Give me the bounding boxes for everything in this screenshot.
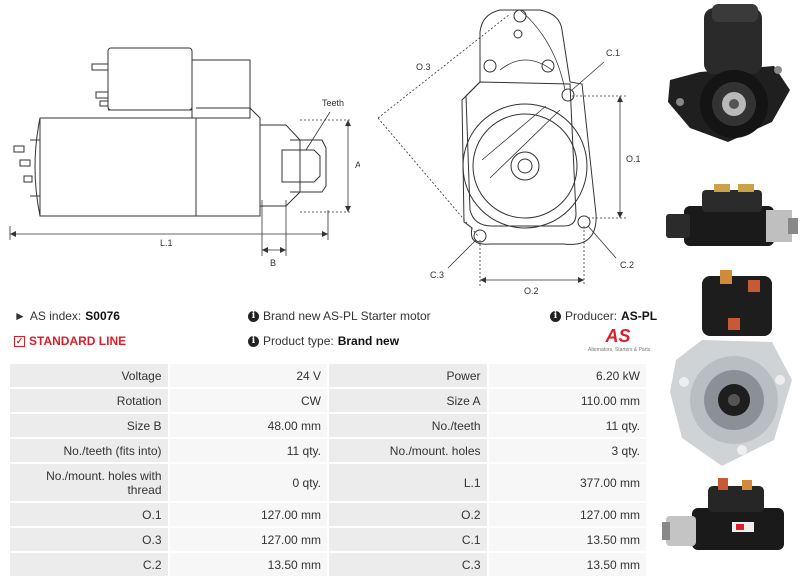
info-icon: i xyxy=(550,310,561,322)
c3-label: C.3 xyxy=(430,270,444,280)
product-photo-flange[interactable] xyxy=(662,270,800,470)
producer-value: AS-PL xyxy=(621,309,658,323)
as-index-value: S0076 xyxy=(85,309,120,323)
spec-label: No./mount. holes xyxy=(329,439,487,462)
table-row: O.3 127.00 mm C.1 13.50 mm xyxy=(10,528,646,551)
as-pl-logo: AS Alternators, Starters & Parts xyxy=(588,326,651,353)
producer-info: i Producer: AS-PL xyxy=(550,309,657,323)
o1-label: O.1 xyxy=(626,154,641,164)
product-type-value: Brand new xyxy=(337,334,400,348)
o2-label: O.2 xyxy=(524,286,539,296)
spec-value: 13.50 mm xyxy=(488,553,646,576)
table-row: Size B 48.00 mm No./teeth 11 qty. xyxy=(10,414,646,437)
producer-label: Producer: xyxy=(565,309,618,323)
tag-icon: ► xyxy=(14,309,26,323)
spec-value: 11 qty. xyxy=(169,439,327,462)
spec-label: Voltage xyxy=(10,364,168,387)
side-view-drawing: Teeth A B L.1 xyxy=(9,47,360,268)
table-row: No./teeth (fits into) 11 qty. No./mount.… xyxy=(10,439,646,462)
spec-label: Power xyxy=(329,364,487,387)
spec-label: Rotation xyxy=(10,389,168,412)
spec-label: C.1 xyxy=(329,528,487,551)
spec-value: 48.00 mm xyxy=(169,414,327,437)
spec-value: 127.00 mm xyxy=(169,528,327,551)
info-icon: i xyxy=(248,335,259,347)
spec-value: 13.50 mm xyxy=(488,528,646,551)
spec-label: No./teeth xyxy=(329,414,487,437)
teeth-label: Teeth xyxy=(322,98,344,108)
spec-value: 127.00 mm xyxy=(488,503,646,526)
product-type: i Product type: Brand new xyxy=(248,334,399,348)
product-photo-side[interactable] xyxy=(662,180,800,252)
spec-label: O.3 xyxy=(10,528,168,551)
spec-value: 11 qty. xyxy=(488,414,646,437)
spec-value: 127.00 mm xyxy=(169,503,327,526)
as-index: ► AS index: S0076 xyxy=(14,309,120,323)
table-row: Voltage 24 V Power 6.20 kW xyxy=(10,364,646,387)
spec-label: O.1 xyxy=(10,503,168,526)
spec-value: 13.50 mm xyxy=(169,553,327,576)
standard-line-badge: ✓ STANDARD LINE xyxy=(14,334,126,348)
table-row: O.1 127.00 mm O.2 127.00 mm xyxy=(10,503,646,526)
spec-value: 110.00 mm xyxy=(488,389,646,412)
spec-value: CW xyxy=(169,389,327,412)
spec-label: Size B xyxy=(10,414,168,437)
o3-label: O.3 xyxy=(416,62,431,72)
spec-label: No./mount. holes with thread xyxy=(10,464,168,501)
spec-value: 377.00 mm xyxy=(488,464,646,501)
logo-tagline: Alternators, Starters & Parts xyxy=(588,347,651,353)
product-photo-angled[interactable] xyxy=(662,474,800,568)
spec-label: No./teeth (fits into) xyxy=(10,439,168,462)
spec-label: Size A xyxy=(329,389,487,412)
spec-label: C.3 xyxy=(329,553,487,576)
checkbox-check-icon: ✓ xyxy=(14,335,25,347)
front-view-drawing: O.3 C.1 O.1 C.3 C.2 O.2 xyxy=(377,9,641,296)
spec-value: 6.20 kW xyxy=(488,364,646,387)
as-index-label: AS index: xyxy=(29,309,82,323)
info-icon: i xyxy=(248,310,259,322)
table-row: No./mount. holes with thread 0 qty. L.1 … xyxy=(10,464,646,501)
standard-line-label: STANDARD LINE xyxy=(29,334,127,348)
c2-label: C.2 xyxy=(620,260,634,270)
table-row: Rotation CW Size A 110.00 mm xyxy=(10,389,646,412)
product-photo-front[interactable] xyxy=(662,2,800,144)
product-type-label: Product type: xyxy=(263,334,334,348)
spec-label: L.1 xyxy=(329,464,487,501)
logo-mark: AS xyxy=(605,326,631,346)
size-b-label: B xyxy=(270,258,276,268)
spec-value: 0 qty. xyxy=(169,464,327,501)
c1-label: C.1 xyxy=(606,48,620,58)
spec-label: C.2 xyxy=(10,553,168,576)
spec-value: 3 qty. xyxy=(488,439,646,462)
size-a-label: A xyxy=(355,160,360,170)
table-row: C.2 13.50 mm C.3 13.50 mm xyxy=(10,553,646,576)
length-l1-label: L.1 xyxy=(160,238,173,248)
spec-value: 24 V xyxy=(169,364,327,387)
brand-info: i Brand new AS-PL Starter motor xyxy=(248,309,431,323)
spec-table: Voltage 24 V Power 6.20 kW Rotation CW S… xyxy=(8,362,648,578)
spec-label: O.2 xyxy=(329,503,487,526)
brand-text: Brand new AS-PL Starter motor xyxy=(263,309,431,323)
